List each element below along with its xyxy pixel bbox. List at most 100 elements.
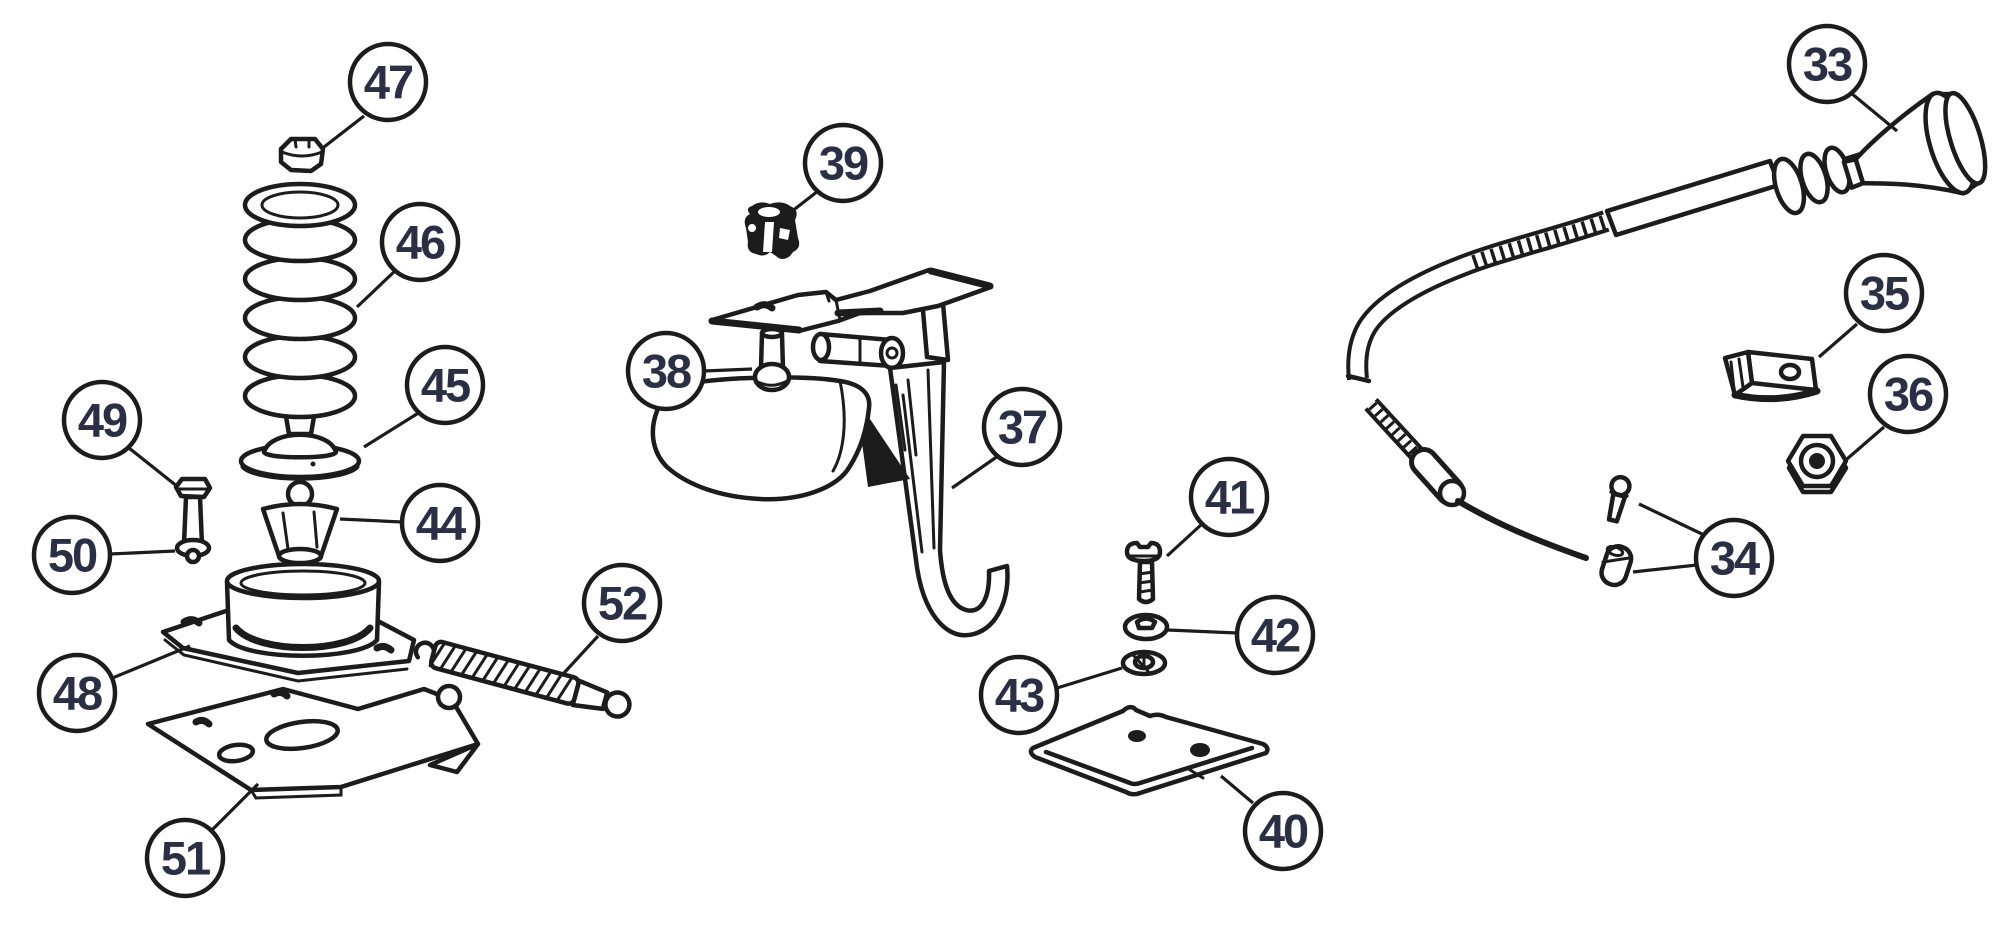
choke-knob	[1841, 90, 1988, 196]
callout-circle-40	[1242, 790, 1324, 872]
callout-42: 42	[1167, 594, 1316, 676]
callout-circle-36	[1867, 353, 1949, 435]
leader-line-43	[1056, 666, 1123, 690]
callout-37: 37	[951, 386, 1063, 490]
callout-51: 51	[144, 782, 260, 899]
pedal-pivot-tube	[810, 331, 906, 371]
leader-line-50	[109, 549, 176, 556]
callout-number-51: 51	[161, 831, 210, 884]
callout-33: 33	[1786, 23, 1899, 133]
leader-line-33	[1849, 91, 1899, 133]
callout-number-40: 40	[1259, 804, 1308, 857]
callout-40: 40	[1219, 774, 1324, 872]
callout-circle-38	[625, 330, 707, 412]
callout-circle-45	[404, 344, 486, 426]
callout-35: 35	[1817, 252, 1925, 359]
callout-39: 39	[790, 122, 884, 214]
callout-number-38: 38	[642, 344, 691, 397]
leader-line-40	[1219, 774, 1255, 805]
callout-number-45: 45	[421, 358, 470, 411]
callout-number-36: 36	[1884, 367, 1933, 420]
cable-clip-35	[1722, 349, 1821, 403]
callout-number-48: 48	[53, 666, 102, 719]
leader-line-52	[562, 634, 600, 675]
callout-number-46: 46	[396, 215, 445, 268]
stop-plate-40	[1028, 704, 1270, 797]
callout-52: 52	[562, 562, 663, 675]
leader-line-48	[109, 644, 191, 681]
leader-line-37	[951, 454, 999, 490]
callout-circle-41	[1188, 456, 1270, 538]
return-spring-52	[413, 639, 632, 719]
callout-layer: 33 34 35 36 37 38 39 40 41 42 43 44 45 46 47 48 49 50 51 52	[31, 23, 1949, 899]
callout-circle-44	[399, 482, 481, 564]
callout-number-47: 47	[364, 55, 413, 108]
leader-line-46	[355, 268, 398, 309]
leader-line-45	[363, 410, 421, 449]
callout-43: 43	[978, 654, 1123, 736]
pedal-clip-39	[744, 202, 800, 259]
callout-number-44: 44	[416, 496, 466, 549]
leader-line-38	[703, 367, 753, 373]
callout-circle-34	[1693, 517, 1775, 599]
leader-line-36	[1845, 425, 1886, 461]
lock-washer-43	[1120, 649, 1168, 677]
spring-washer-42	[1122, 612, 1170, 642]
coil-spring-46	[242, 181, 358, 420]
bolt-49-50	[173, 476, 213, 565]
callout-circle-51	[144, 817, 226, 899]
callout-circle-33	[1786, 23, 1868, 105]
callout-38: 38	[625, 330, 753, 412]
callout-circle-48	[36, 652, 118, 734]
accelerator-pedal-37	[650, 359, 1010, 638]
pedal-bracket	[708, 267, 994, 363]
callout-number-41: 41	[1205, 470, 1254, 523]
callout-circle-42	[1234, 594, 1316, 676]
callout-circle-49	[61, 379, 143, 461]
callout-45: 45	[363, 344, 486, 449]
leader-line-47	[323, 114, 365, 149]
callout-circle-37	[981, 386, 1063, 468]
callout-number-39: 39	[819, 136, 868, 189]
trunnion-pin-34	[1606, 474, 1632, 524]
callout-number-42: 42	[1251, 608, 1300, 661]
callout-number-35: 35	[1860, 266, 1909, 319]
leader-line-41	[1165, 522, 1204, 558]
callout-44: 44	[339, 482, 481, 564]
callout-46: 46	[355, 201, 461, 309]
callout-number-50: 50	[48, 528, 97, 581]
leader-line-49	[128, 446, 179, 489]
screw-41	[1124, 540, 1163, 605]
callout-number-37: 37	[998, 400, 1047, 453]
nut-36	[1785, 433, 1849, 495]
leader-line-39	[790, 189, 819, 214]
leader-line-42	[1167, 628, 1238, 635]
leader-line-51	[210, 782, 260, 832]
lever-plate-51	[145, 683, 481, 800]
callout-circle-46	[379, 201, 461, 283]
leader-line-34	[1638, 502, 1703, 536]
leader-line-44	[339, 517, 403, 524]
callout-circle-43	[978, 654, 1060, 736]
leader-line-35	[1817, 322, 1859, 359]
rubber-buffer-pad-48	[224, 561, 382, 658]
callout-circle-50	[31, 514, 113, 596]
pivot-bolt-38	[752, 326, 792, 393]
callout-circle-39	[802, 122, 884, 204]
callout-41: 41	[1165, 456, 1270, 558]
callout-50: 50	[31, 514, 176, 596]
callout-circle-52	[581, 562, 663, 644]
trunnion-barrel-34	[1599, 544, 1634, 588]
callout-circle-47	[347, 41, 429, 123]
spring-retainer-45	[238, 402, 362, 481]
callout-number-34: 34	[1710, 531, 1760, 584]
callout-circle-35	[1843, 252, 1925, 334]
callout-34: 34	[1632, 502, 1775, 599]
leader-line-34	[1632, 563, 1698, 574]
callout-number-43: 43	[995, 668, 1044, 721]
callout-49: 49	[61, 379, 179, 489]
callout-36: 36	[1845, 353, 1949, 461]
nut-47	[278, 136, 326, 174]
